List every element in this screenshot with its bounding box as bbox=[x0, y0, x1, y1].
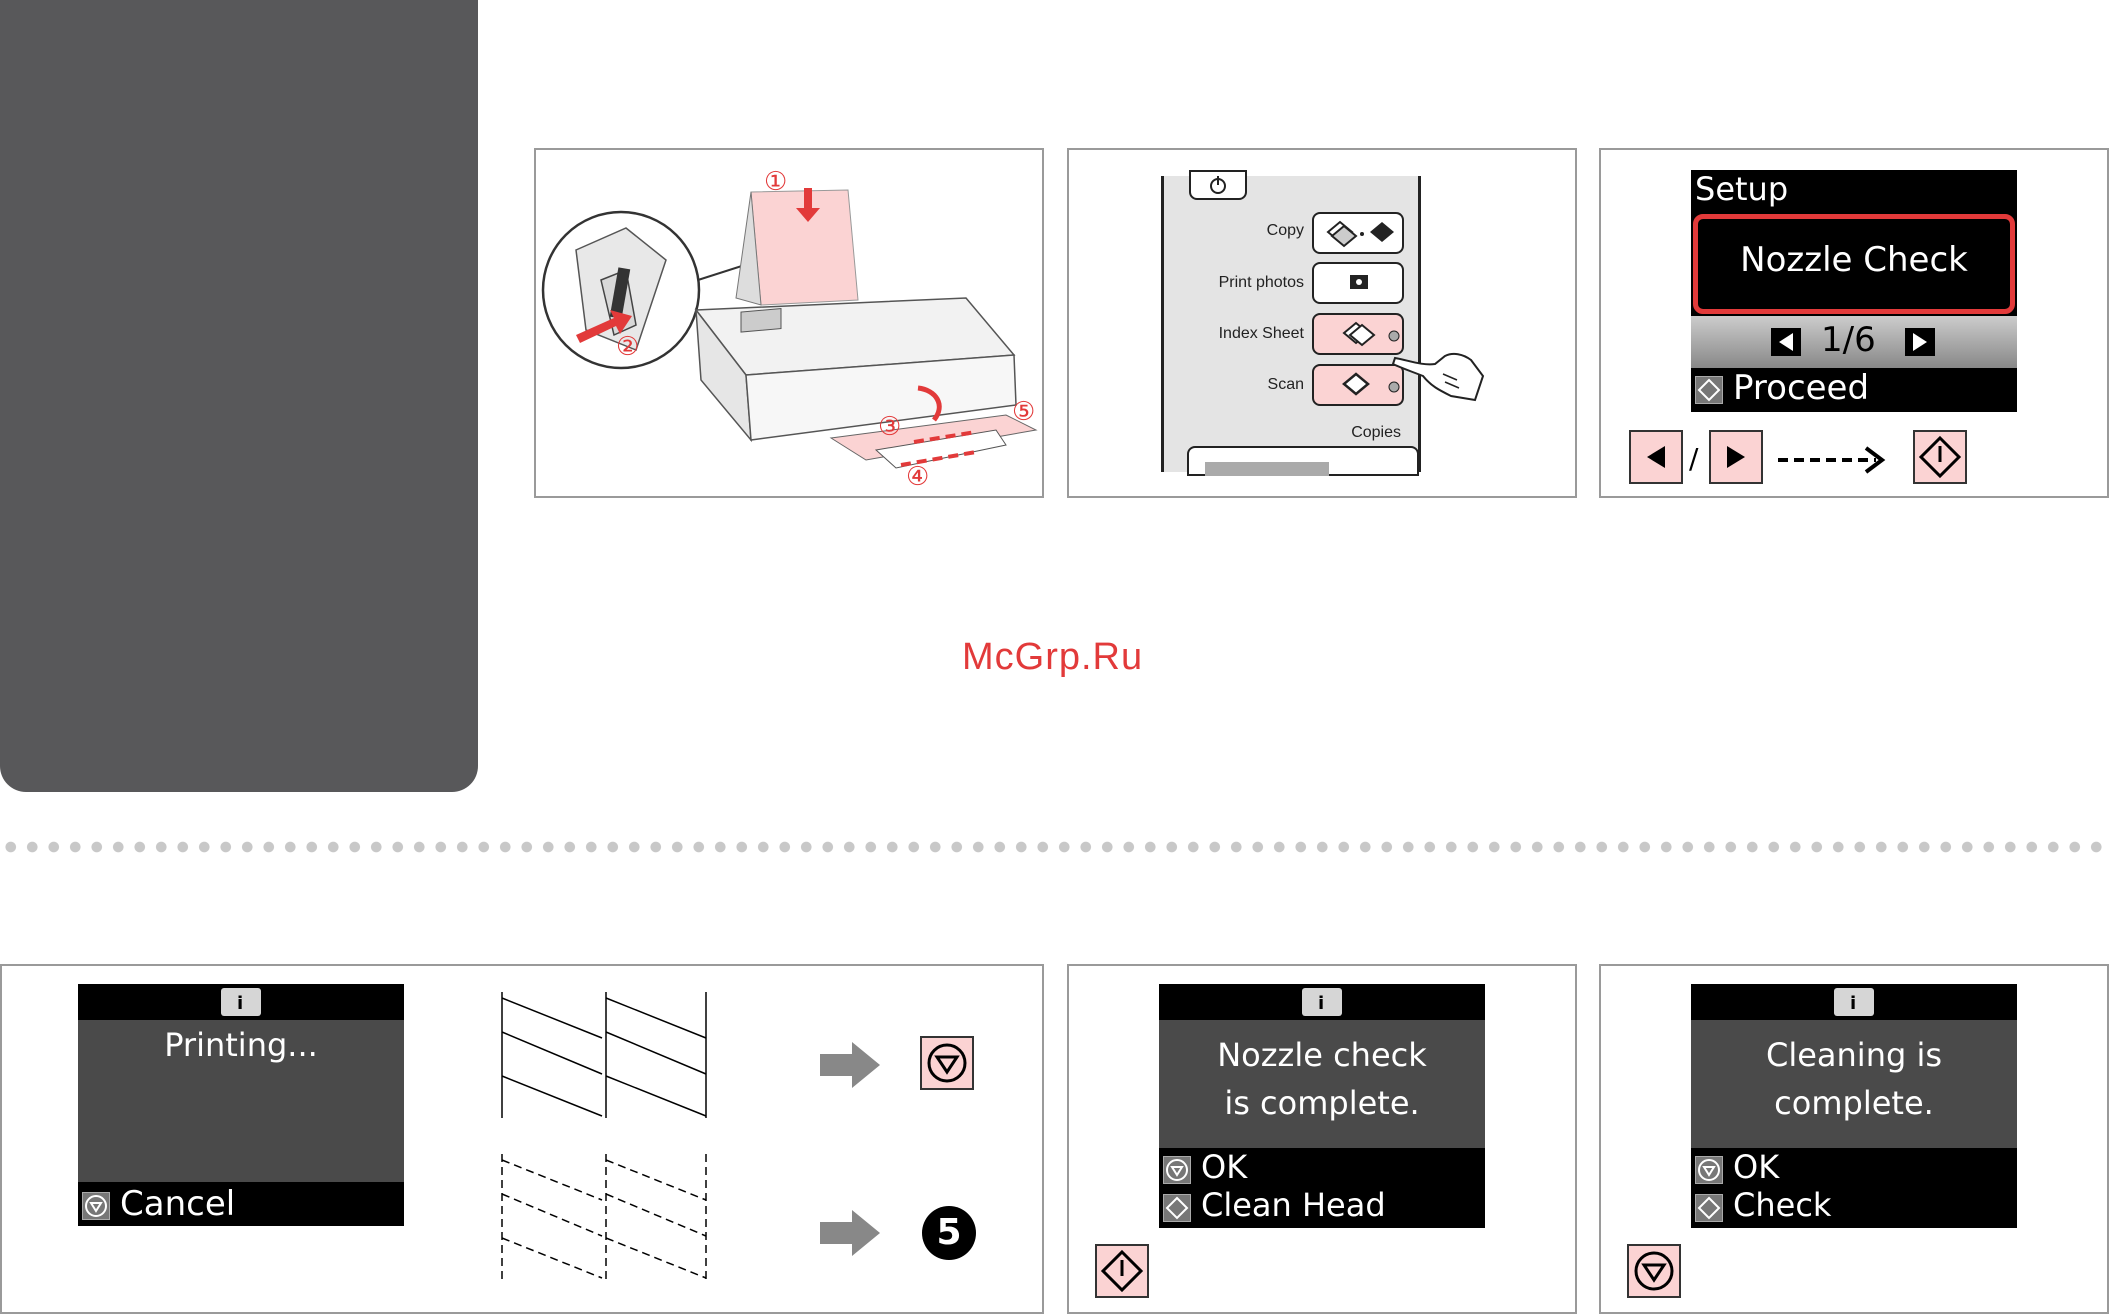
label-copies: Copies bbox=[1299, 424, 1401, 442]
menu-item-selected: Nozzle Check bbox=[1701, 240, 2007, 280]
power-button[interactable] bbox=[1189, 170, 1247, 200]
proceed-label: Proceed bbox=[1733, 368, 1869, 408]
nozzle-pattern-gaps bbox=[498, 1154, 718, 1284]
cancel-label: Cancel bbox=[120, 1184, 235, 1224]
option-check: Check bbox=[1733, 1186, 1831, 1224]
lcd-cleaning-complete: i Cleaning is complete. OK Check bbox=[1691, 984, 2017, 1228]
left-key-button[interactable] bbox=[1629, 430, 1683, 484]
label-scan: Scan bbox=[1199, 376, 1304, 394]
label-index-sheet: Index Sheet bbox=[1169, 325, 1304, 343]
left-arrow-icon bbox=[1771, 328, 1801, 356]
page-indicator: 1/6 bbox=[1821, 320, 1876, 360]
option-ok: OK bbox=[1733, 1148, 1779, 1186]
panel-printing-result: i Printing... Cancel 5 bbox=[0, 964, 1044, 1314]
label-print-photos: Print photos bbox=[1169, 274, 1304, 292]
svg-text:i: i bbox=[1318, 993, 1324, 1014]
stop-icon bbox=[1695, 1156, 1723, 1184]
info-icon: i bbox=[1302, 988, 1342, 1016]
option-clean-head: Clean Head bbox=[1201, 1186, 1386, 1224]
panel-cleaning-complete: i Cleaning is complete. OK Check bbox=[1599, 964, 2109, 1314]
dashed-arrow-icon bbox=[1776, 440, 1896, 480]
lcd-screen: Setup Nozzle Check 1/6 Proceed bbox=[1691, 170, 2017, 412]
copy-icon bbox=[1314, 214, 1402, 252]
info-icon: i bbox=[221, 988, 261, 1016]
section-divider bbox=[0, 838, 2110, 856]
start-icon bbox=[1695, 1194, 1723, 1222]
callout-5: ⑤ bbox=[1012, 397, 1035, 427]
sidebar-tab bbox=[0, 0, 478, 792]
nozzle-pattern-good bbox=[498, 992, 718, 1122]
panel-load-paper: ① ② ③ ④ ⑤ bbox=[534, 148, 1044, 498]
message-line-1: Nozzle check bbox=[1159, 1036, 1485, 1074]
start-icon bbox=[1163, 1194, 1191, 1222]
lcd-title: Setup bbox=[1695, 170, 1788, 208]
pointing-hand-icon bbox=[1387, 330, 1497, 410]
callout-2: ② bbox=[616, 332, 639, 362]
start-icon bbox=[1695, 376, 1723, 404]
photo-icon bbox=[1314, 264, 1402, 302]
label-copy: Copy bbox=[1199, 222, 1304, 240]
stop-key-button[interactable] bbox=[1627, 1244, 1681, 1298]
lcd-message: Printing... bbox=[78, 1026, 404, 1064]
printer-illustration: ① ② ③ ④ ⑤ bbox=[536, 150, 1042, 496]
callout-1: ① bbox=[764, 167, 787, 197]
step-ref-number: 5 bbox=[922, 1212, 976, 1253]
copies-display-screen bbox=[1205, 462, 1329, 476]
panel-setup-menu: Setup Nozzle Check 1/6 Proceed / bbox=[1599, 148, 2109, 498]
lcd-printing: i Printing... Cancel bbox=[78, 984, 404, 1226]
svg-text:i: i bbox=[1850, 993, 1856, 1014]
panel-nozzle-complete: i Nozzle check is complete. OK Clean Hea… bbox=[1067, 964, 1577, 1314]
callout-3: ③ bbox=[878, 412, 901, 442]
message-line-1: Cleaning is bbox=[1691, 1036, 2017, 1074]
stop-icon bbox=[1163, 1156, 1191, 1184]
message-line-2: complete. bbox=[1691, 1084, 2017, 1122]
watermark: McGrp.Ru bbox=[962, 636, 1143, 679]
arrow-right-icon-2 bbox=[818, 1208, 884, 1258]
svg-text:i: i bbox=[237, 993, 243, 1014]
panel-control-buttons: Copy Print photos Index Sheet Scan Copie… bbox=[1067, 148, 1577, 498]
step-ref-badge: 5 bbox=[922, 1206, 976, 1260]
print-photos-button[interactable] bbox=[1312, 262, 1404, 304]
stop-icon bbox=[82, 1192, 110, 1220]
option-ok: OK bbox=[1201, 1148, 1247, 1186]
stop-key-button[interactable] bbox=[920, 1036, 974, 1090]
arrow-right-icon bbox=[818, 1040, 884, 1090]
callout-4: ④ bbox=[906, 462, 929, 492]
right-key-button[interactable] bbox=[1709, 430, 1763, 484]
message-line-2: is complete. bbox=[1159, 1084, 1485, 1122]
start-key-button[interactable] bbox=[1913, 430, 1967, 484]
nav-separator: / bbox=[1689, 442, 1698, 475]
start-key-button[interactable] bbox=[1095, 1244, 1149, 1298]
info-icon: i bbox=[1834, 988, 1874, 1016]
power-icon bbox=[1191, 172, 1245, 198]
copy-button[interactable] bbox=[1312, 212, 1404, 254]
right-arrow-icon bbox=[1905, 328, 1935, 356]
lcd-nozzle-complete: i Nozzle check is complete. OK Clean Hea… bbox=[1159, 984, 1485, 1228]
